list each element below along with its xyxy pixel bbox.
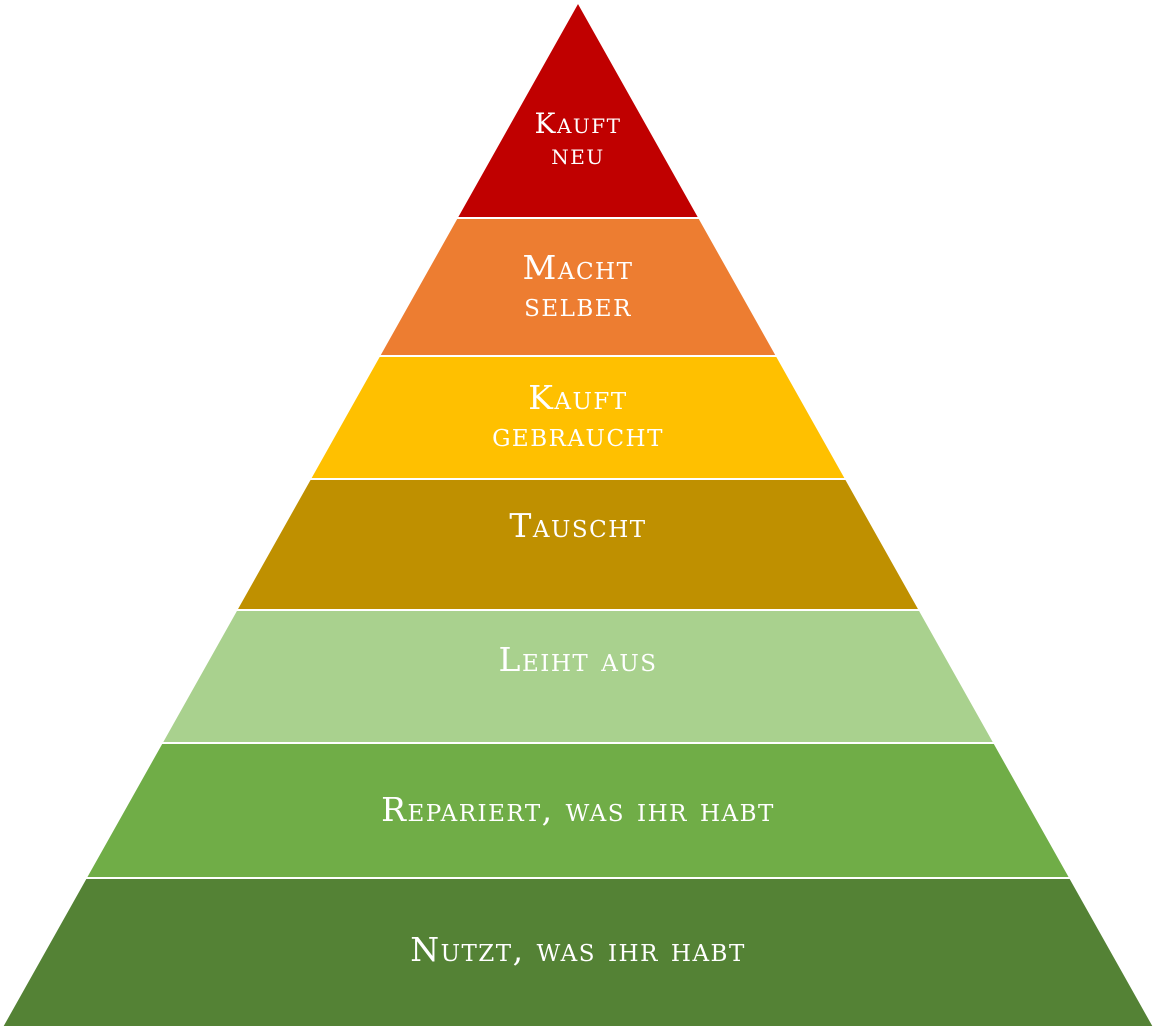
tier-make-yourself: [377, 217, 779, 357]
tier-borrow: [159, 609, 997, 744]
tier-buy-used: [308, 355, 848, 480]
tier-repair: [84, 742, 1072, 879]
tier-use-what-you-have: [0, 877, 1156, 1028]
tier-swap: [234, 478, 922, 611]
tier-buy-new: [454, 0, 702, 219]
